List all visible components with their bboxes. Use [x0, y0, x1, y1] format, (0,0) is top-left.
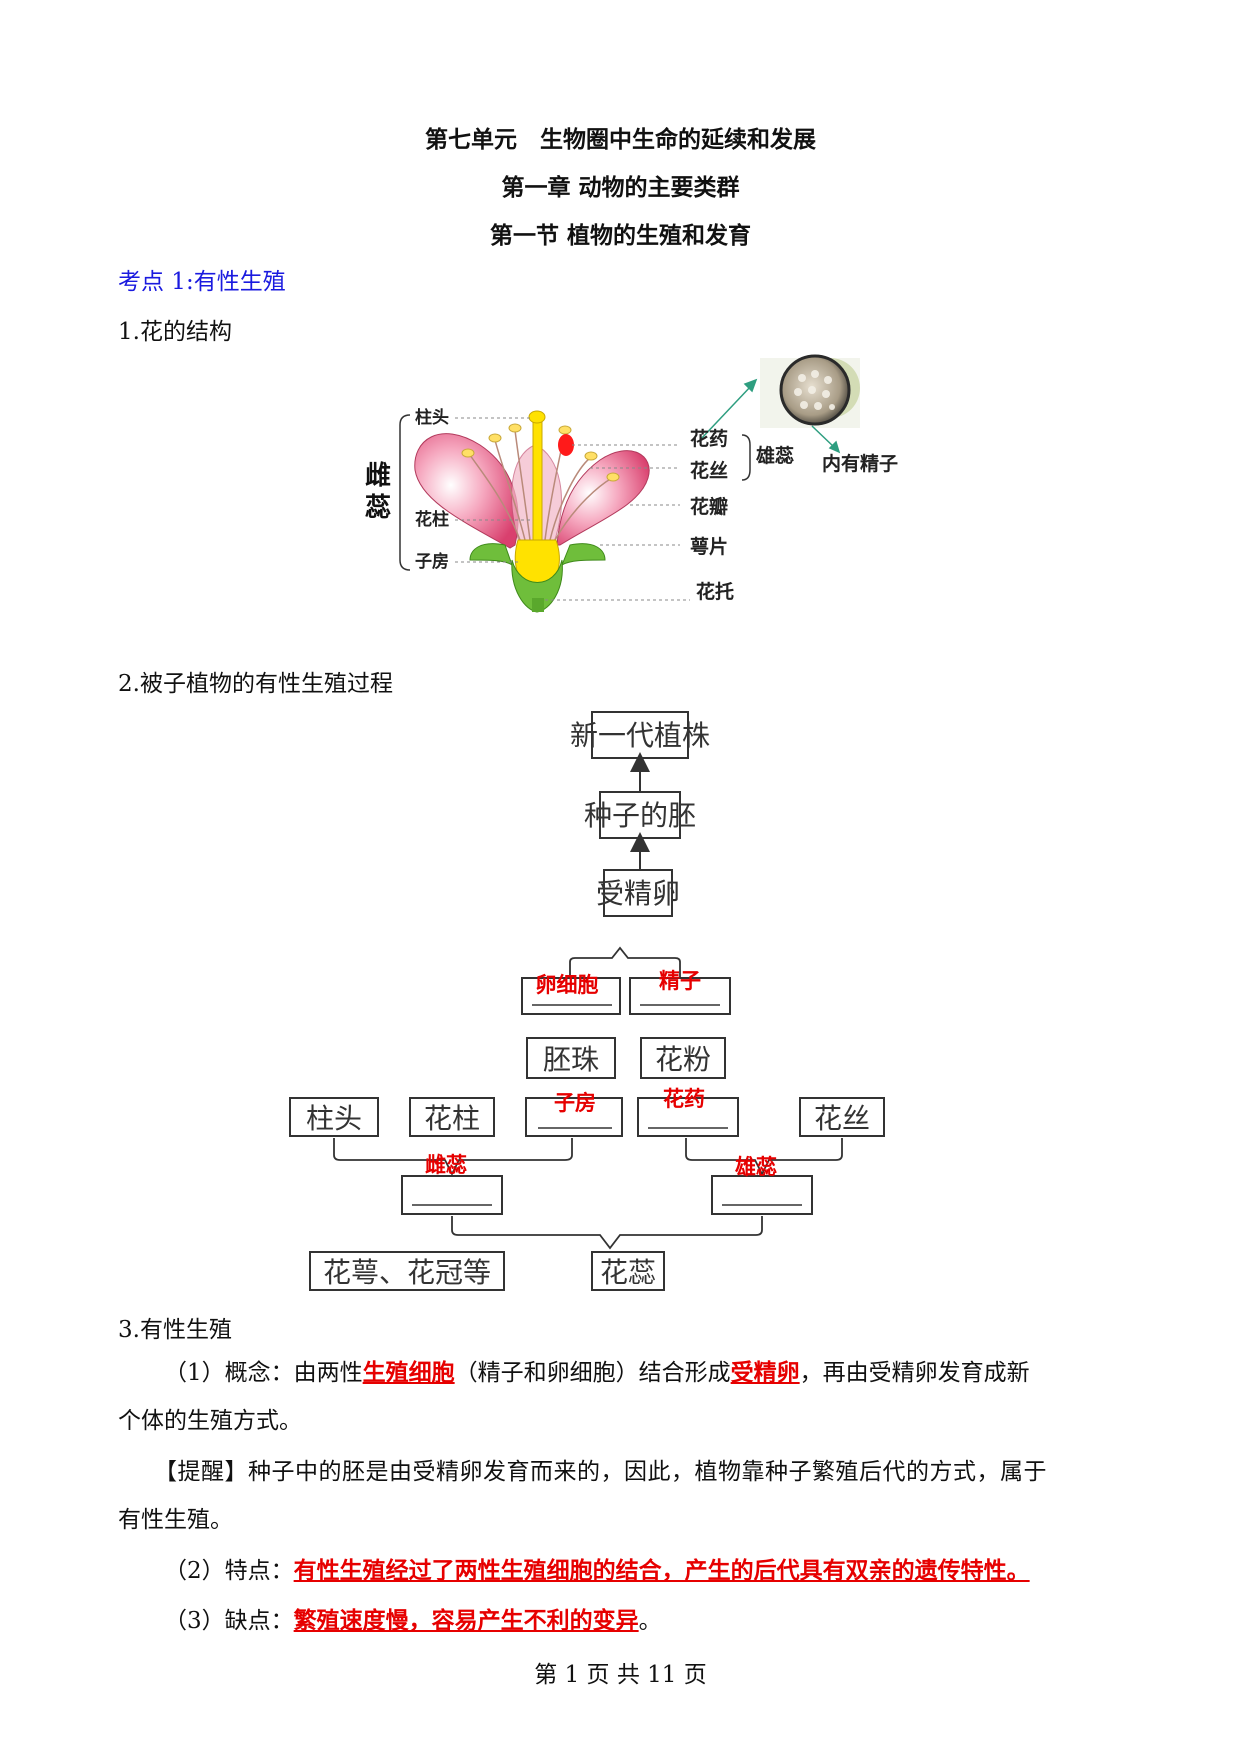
drawback-prefix: （3）缺点： [164, 1608, 294, 1634]
box-xinyidai [591, 711, 689, 759]
concept-prefix: （1）概念：由两性 [164, 1360, 363, 1386]
box-zifang [525, 1097, 623, 1137]
label-epian: 萼片 [690, 535, 728, 558]
answer-cirui: 雌蕊 [425, 1153, 467, 1177]
pistil-bracket [399, 414, 411, 571]
box-huafen [640, 1037, 726, 1079]
concept-answer-1: 生殖细胞 [362, 1360, 455, 1386]
answer-huayao: 花药 [663, 1087, 705, 1111]
reminder-paragraph: 【提醒】种子中的胚是由受精卵发育而来的，因此，植物靠种子繁殖后代的方式，属于 有… [118, 1448, 1128, 1544]
label-cirui-char: 雌 [365, 460, 391, 491]
sepals [469, 543, 606, 613]
label-huae: 花萼、花冠等 [323, 1256, 491, 1289]
label-huasi-box: 花丝 [814, 1102, 870, 1135]
label-zifang: 子房 [415, 551, 449, 572]
answer-zifang: 子房 [554, 1091, 596, 1115]
label-huasi: 花丝 [690, 459, 728, 482]
page-footer: 第 1 页 共 11 页 [534, 1662, 707, 1688]
label-zhutou-box: 柱头 [306, 1102, 362, 1135]
label-xiongrui: 雄蕊 [755, 444, 794, 467]
answer-xiongrui: 雄蕊 [734, 1155, 777, 1179]
label-huarui: 花蕊 [600, 1256, 656, 1289]
label-shoujingluan: 受精卵 [596, 877, 680, 910]
label-cirui: 雌蕊 [365, 460, 391, 523]
concept-line2: 个体的生殖方式。 [118, 1408, 302, 1434]
label-huaban: 花瓣 [690, 495, 728, 518]
answer-jingzi: 精子 [659, 969, 701, 993]
label-zhongzipei: 种子的胚 [584, 799, 696, 832]
feature-prefix: （2）特点： [164, 1558, 294, 1584]
unit-title: 第七单元 生物圈中生命的延续和发展 [425, 127, 816, 153]
label-zhutou: 柱头 [415, 407, 449, 428]
reminder-line1: 【提醒】种子中的胚是由受精卵发育而来的，因此，植物靠种子繁殖后代的方式，属于 [154, 1459, 1047, 1485]
petal-right [556, 450, 650, 546]
label-xinyidai: 新一代植株 [570, 719, 710, 752]
reminder-line2: 有性生殖。 [118, 1507, 233, 1533]
drawback-answer: 繁殖速度慢，容易产生不利的变异 [293, 1608, 639, 1634]
answer-lines [412, 1004, 802, 1206]
pollen-arrows [699, 378, 841, 454]
box-huazhu [409, 1097, 495, 1137]
label-huatuo: 花托 [696, 580, 734, 603]
label-huazhu: 花柱 [415, 509, 449, 530]
left-leader-lines [455, 417, 533, 563]
box-zhutou [289, 1097, 379, 1137]
box-xiongrui [711, 1175, 813, 1215]
box-zhongzipei [599, 791, 681, 839]
feature-answer: 有性生殖经过了两性生殖细胞的结合，产生的后代具有双亲的遗传特性。 [293, 1558, 1030, 1584]
concept-mid: （精子和卵细胞）结合形成 [454, 1360, 731, 1386]
chapter-title: 第一章 动物的主要类群 [501, 175, 740, 201]
drawback-paragraph: （3）缺点：繁殖速度慢，容易产生不利的变异。 [164, 1597, 1164, 1645]
box-luanxibao [521, 977, 621, 1015]
answer-luanxibao: 卵细胞 [536, 973, 599, 997]
concept-suffix: ，再由受精卵发育成新 [799, 1360, 1030, 1386]
process-heading: 2.被子植物的有性生殖过程 [118, 671, 393, 697]
process-braces [333, 946, 843, 1250]
concept-paragraph: （1）概念：由两性生殖细胞（精子和卵细胞）结合形成受精卵，再由受精卵发育成新 个… [118, 1349, 1128, 1445]
red-anther [558, 434, 574, 456]
label-huafen: 花粉 [655, 1043, 711, 1076]
sexual-reproduction-heading: 3.有性生殖 [118, 1317, 232, 1343]
kaodian-heading: 考点 1:有性生殖 [118, 269, 286, 295]
box-huasi [799, 1097, 885, 1137]
anthers [461, 423, 620, 482]
feature-paragraph: （2）特点：有性生殖经过了两性生殖细胞的结合，产生的后代具有双亲的遗传特性。 [164, 1547, 1164, 1595]
right-leader-lines [545, 444, 690, 601]
box-huae [309, 1251, 505, 1291]
stamen-bracket [741, 434, 751, 481]
label-huazhu-box: 花柱 [424, 1102, 480, 1135]
box-huarui [591, 1251, 665, 1291]
section-title: 第一节 植物的生殖和发育 [489, 223, 751, 249]
label-cirui-char: 蕊 [365, 493, 391, 523]
concept-answer-2: 受精卵 [730, 1360, 800, 1386]
label-peizhu: 胚珠 [543, 1043, 599, 1076]
stamens [469, 429, 613, 541]
box-huayao [637, 1097, 739, 1137]
box-peizhu [526, 1037, 616, 1079]
flower-structure-heading: 1.花的结构 [118, 319, 232, 345]
label-huayao: 花药 [690, 427, 728, 450]
label-neiyoujingzi: 内有精子 [822, 452, 898, 475]
flower-structure-diagram: 柱头 花柱 子房 雌蕊 花药 花丝 花瓣 萼片 花托 雄蕊 内有精子 [365, 354, 898, 613]
drawback-suffix: 。 [638, 1608, 662, 1634]
pollen-grain-image [760, 354, 860, 428]
box-cirui [401, 1175, 503, 1215]
reproduction-process-diagram: 新一代植株 种子的胚 受精卵 胚珠 花粉 柱头 花柱 花丝 花萼、花冠等 花蕊 … [289, 711, 885, 1291]
box-shoujingluan [603, 869, 673, 917]
